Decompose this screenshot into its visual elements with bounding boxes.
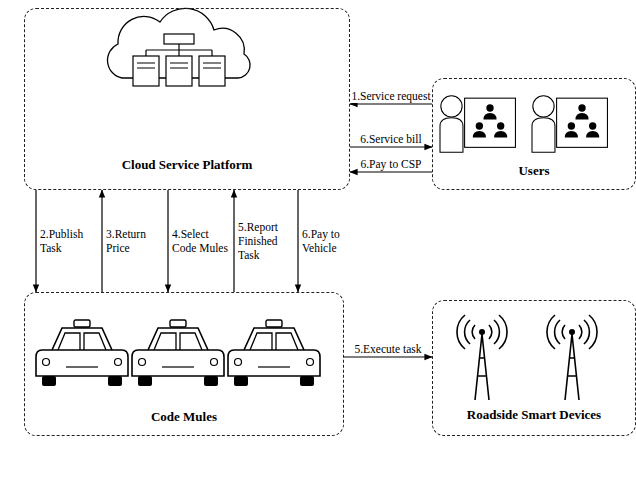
edge-label: 4.Select Code Mules bbox=[171, 227, 229, 255]
edge-label: 3.Return Price bbox=[105, 227, 163, 255]
flow-arrow bbox=[350, 103, 432, 104]
cloud-icon bbox=[108, 8, 251, 86]
group-title: Cloud Service Platform bbox=[25, 157, 349, 173]
group-title: Roadside Smart Devices bbox=[433, 407, 635, 423]
dashed-group-box: Roadside Smart Devices bbox=[432, 300, 636, 436]
edge-label: 5.Execute task bbox=[353, 342, 422, 356]
edge-label: 1.Service request bbox=[350, 89, 431, 103]
flow-arrow bbox=[297, 190, 298, 292]
edge-label: 6.Pay to Vehicle bbox=[301, 227, 359, 255]
edge-label: 2.Publish Task bbox=[39, 227, 97, 255]
dashed-group-box: Cloud Service Platform bbox=[24, 8, 350, 190]
flow-arrow bbox=[350, 171, 432, 172]
group-title: Code Mules bbox=[25, 409, 343, 425]
flow-arrow bbox=[344, 356, 432, 357]
flow-arrow bbox=[350, 146, 432, 147]
users-icon bbox=[440, 96, 607, 153]
dashed-group-box: Users bbox=[432, 78, 636, 190]
edge-label: 6.Service bill bbox=[359, 132, 422, 146]
car-icons bbox=[36, 320, 320, 386]
flow-arrow bbox=[35, 190, 36, 292]
edge-label: 6.Pay to CSP bbox=[359, 157, 422, 171]
flow-arrow bbox=[233, 190, 234, 292]
flow-arrow bbox=[101, 190, 102, 292]
edge-label: 5.Report Finished Task bbox=[237, 220, 295, 262]
tower-icons bbox=[457, 315, 597, 400]
flow-arrow bbox=[167, 190, 168, 292]
group-title: Users bbox=[433, 163, 635, 179]
dashed-group-box: Code Mules bbox=[24, 292, 344, 436]
